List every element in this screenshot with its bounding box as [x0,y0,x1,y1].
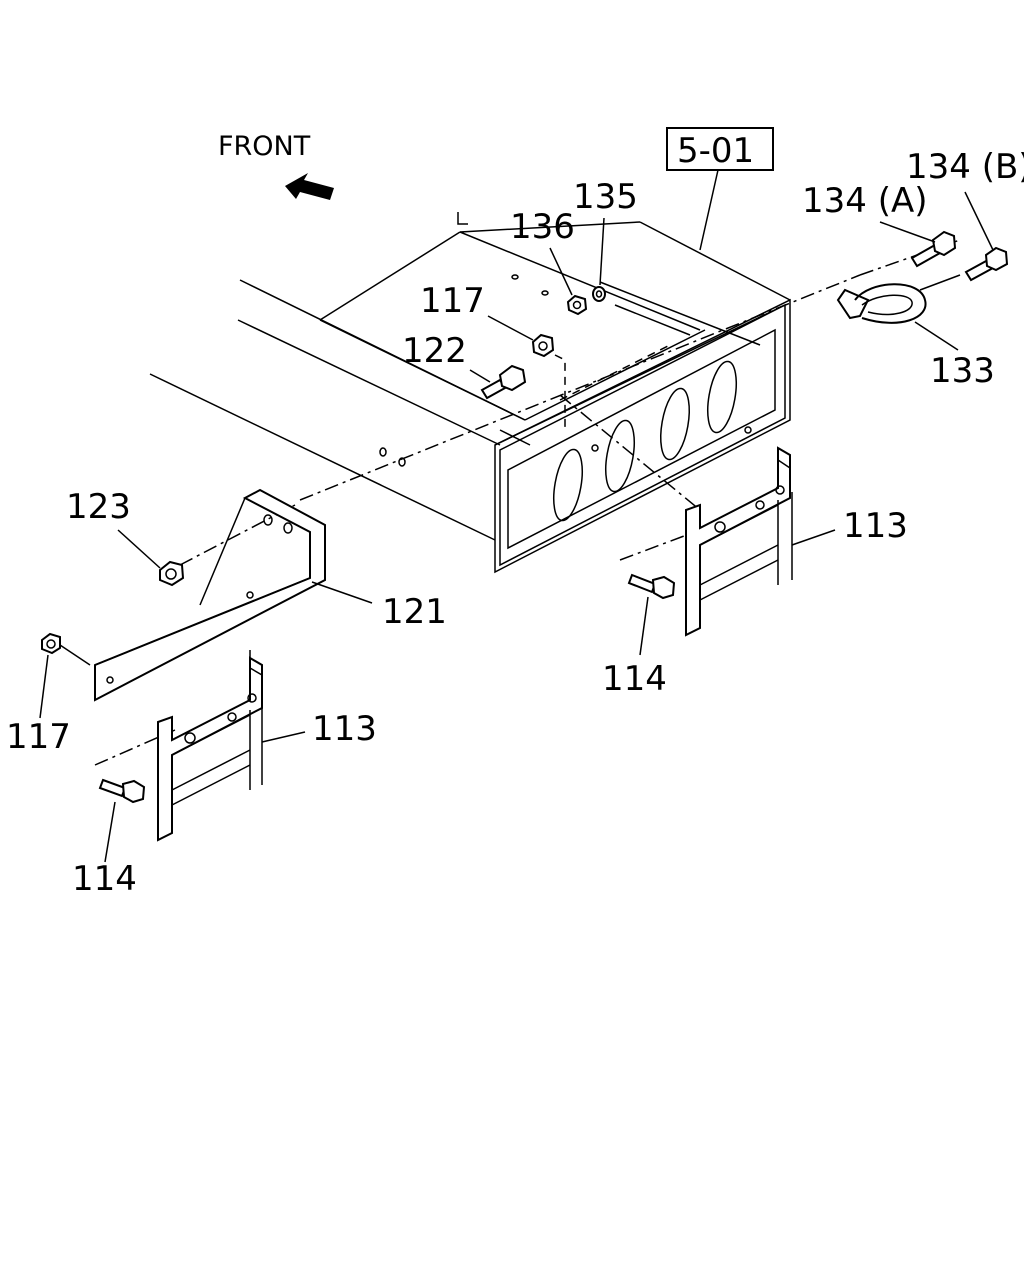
callout-136: 136 [510,207,575,247]
callout-113-right: 113 [843,506,908,546]
reference-leader [699,169,719,251]
bolt-114-right [627,573,676,656]
nut-117-top [487,315,555,358]
bolt-134b [964,191,1009,282]
reference-box: 5-01 [666,127,774,251]
front-label: FRONT [218,131,311,162]
bolt-134a [879,221,957,268]
callout-133: 133 [930,351,995,391]
callout-114-left: 114 [72,859,137,899]
nut-123 [117,529,185,587]
reference-box-frame [666,127,774,171]
stay-113-left [157,650,306,842]
nut-136 [549,247,588,316]
callout-114-right: 114 [602,659,667,699]
callout-117-left: 117 [6,717,71,757]
callout-123: 123 [66,487,131,527]
assembly-axes [94,239,961,766]
callout-labels: 136 135 117 122 134 (A) 134 (B) 133 123 … [6,147,1024,899]
nut-117-left [39,632,91,719]
callout-113-left: 113 [312,709,377,749]
bolt-114-left [98,778,146,863]
callout-121: 121 [382,592,447,632]
frame-assembly [149,212,791,574]
callout-135: 135 [573,177,638,217]
stay-113-right [685,446,836,637]
front-arrow-icon [285,173,334,200]
leader-121 [311,581,373,604]
tow-hook-133 [836,283,959,351]
callout-134b: 134 (B) [906,147,1024,187]
reference-box-label: 5-01 [677,131,754,171]
callout-117-top: 117 [420,281,485,321]
bracket-121 [94,488,326,702]
washer-135 [592,217,606,302]
bolt-122 [469,364,527,400]
front-indicator: FRONT [218,131,334,200]
callout-134a: 134 (A) [802,181,928,221]
callout-122: 122 [402,331,467,371]
